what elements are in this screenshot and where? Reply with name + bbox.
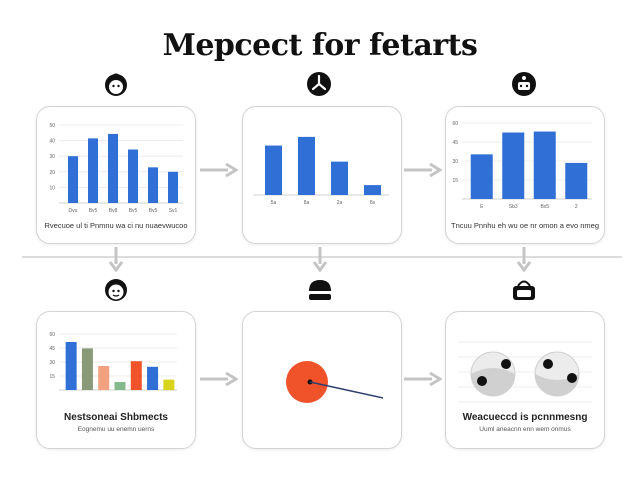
helmet-icon — [308, 280, 332, 300]
y-tick-label: 20 — [49, 170, 55, 176]
arrow-right-icon — [200, 162, 238, 178]
panel-3-caption: Tncuu Pnnhu eh wu oe nr omon a evo nmeg — [450, 221, 599, 230]
bar — [81, 348, 93, 390]
y-tick-label: 60 — [49, 332, 55, 338]
bar — [533, 131, 556, 199]
arrow-down-icon — [108, 247, 124, 272]
arrow-right-icon — [200, 371, 238, 387]
x-tick-label: Dvu — [69, 208, 78, 214]
y-tick-label: 45 — [49, 346, 55, 352]
x-tick-label: Sb3 — [509, 204, 518, 210]
orange-circle — [286, 361, 328, 403]
chart-p2: 5a 8a 2a 8s — [253, 136, 389, 206]
x-tick-label: Bv5 — [89, 208, 98, 214]
panel-6: Weacueccd is pcnnmesng Uuml aneacnn enn … — [445, 311, 605, 449]
bar — [108, 133, 118, 203]
arrow-down-icon — [516, 247, 532, 272]
robot-face-icon — [512, 72, 536, 96]
arrow-right-icon — [404, 162, 442, 178]
chart-p4: 15 30 45 60 — [49, 332, 177, 391]
x-tick-label: Sv1 — [169, 208, 178, 214]
y-tick-label: 50 — [49, 123, 55, 129]
x-tick-label: 2a — [337, 200, 343, 206]
circle-pointer-graphic — [286, 361, 384, 403]
spinner-icon — [307, 72, 331, 96]
arrow-right-icon — [404, 371, 442, 387]
dots-graphic — [458, 341, 592, 403]
x-tick-label: 8a — [304, 200, 310, 206]
basket-icon — [513, 280, 535, 300]
divider-line — [22, 256, 622, 258]
bar — [88, 138, 98, 203]
panel-5 — [242, 311, 402, 449]
bar — [114, 382, 126, 390]
face-icon — [105, 73, 127, 96]
x-tick-label: 8s — [370, 200, 376, 206]
y-tick-label: 60 — [452, 121, 458, 127]
bar — [130, 361, 142, 390]
y-tick-label: 30 — [49, 154, 55, 160]
bar — [168, 171, 178, 203]
y-tick-label: 40 — [49, 139, 55, 145]
bar — [148, 167, 158, 203]
bar — [65, 342, 77, 390]
x-tick-label: E — [480, 204, 484, 210]
y-tick-label: 15 — [452, 178, 458, 184]
bar — [331, 161, 348, 195]
bar — [147, 366, 159, 390]
panel-6-subcaption: Uuml aneacnn enn wem onmus — [479, 426, 571, 433]
page-title: Mepcect for fetarts — [162, 28, 478, 63]
bar — [565, 162, 588, 199]
x-tick-label: Bv5 — [129, 208, 138, 214]
bar — [68, 156, 78, 203]
x-tick-label: Bx5 — [540, 204, 549, 210]
panel-4-subcaption: Eognemu uu enemn uerns — [77, 426, 155, 433]
panel-4-caption: Nestsoneai Shbmects — [64, 412, 168, 423]
y-tick-label: 15 — [49, 374, 55, 380]
panel-2: 5a 8a 2a 8s — [242, 106, 402, 244]
x-tick-label: 2 — [575, 204, 578, 210]
y-tick-label: 45 — [452, 140, 458, 146]
x-tick-label: Bv5 — [149, 208, 158, 214]
y-tick-label: 30 — [452, 159, 458, 165]
bar — [298, 136, 315, 195]
bar — [364, 185, 381, 195]
y-tick-label: 30 — [49, 360, 55, 366]
panel-1-caption: Rvecuoe ul ti Pnmnu wa ci nu nuaevwucoo — [44, 221, 188, 230]
y-tick-label: 10 — [49, 185, 55, 191]
bar — [128, 149, 138, 203]
x-tick-label: 5a — [271, 200, 277, 206]
chart-p3: 15 30 45 60E Sb3 Bx5 2 — [452, 121, 592, 210]
x-tick-label: Bv8 — [109, 208, 118, 214]
arrow-down-icon — [312, 247, 328, 272]
face-icon — [105, 279, 127, 301]
bar — [98, 366, 110, 390]
bar — [163, 379, 175, 390]
panel-6-caption: Weacueccd is pcnnmesng — [462, 412, 588, 423]
panel-4: 15 30 45 60 Nestsoneai Shbmects Eognemu uu … — [36, 311, 196, 449]
bar — [470, 154, 493, 199]
bar — [502, 132, 525, 199]
bar — [265, 145, 282, 195]
pointer-line — [309, 381, 384, 399]
